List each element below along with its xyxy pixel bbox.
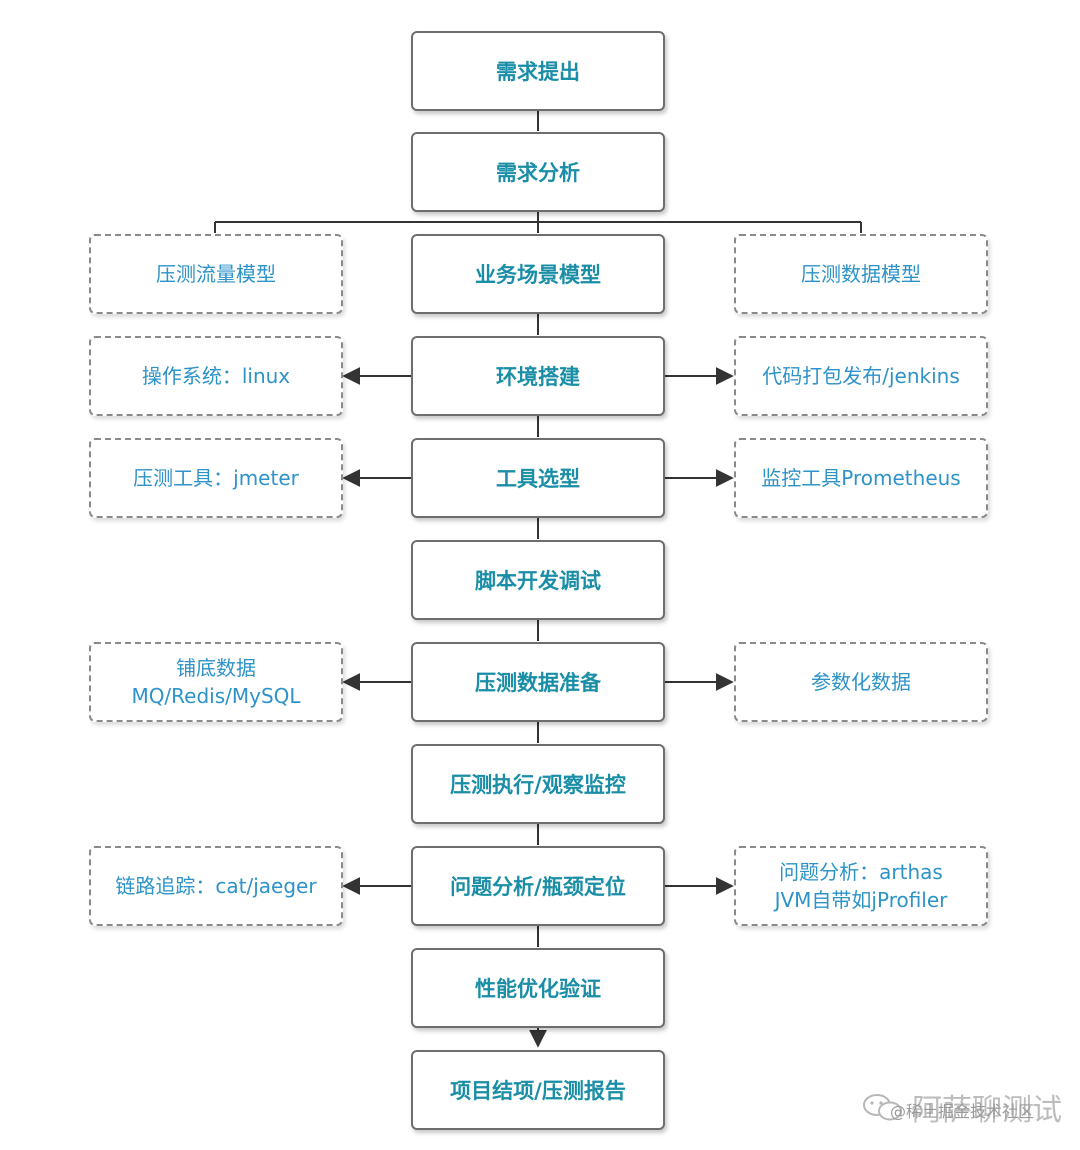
note-os: 操作系统：linux [89, 336, 343, 416]
step-project-report: 项目结项/压测报告 [411, 1050, 665, 1130]
step-optimization-verification: 性能优化验证 [411, 948, 665, 1028]
note-ci: 代码打包发布/jenkins [734, 336, 988, 416]
watermark-subtitle: @稀土掘金技术社区 [890, 1102, 1035, 1121]
note-analysis-tools: 问题分析：arthas JVM自带如jProfiler [734, 846, 988, 926]
watermark: 阿萨聊测试 [862, 1085, 1062, 1129]
watermark-title: 阿萨聊测试 [912, 1093, 1062, 1128]
note-jmeter: 压测工具：jmeter [89, 438, 343, 518]
step-environment-setup: 环境搭建 [411, 336, 665, 416]
step-test-data-preparation: 压测数据准备 [411, 642, 665, 722]
note-base-data: 铺底数据 MQ/Redis/MySQL [89, 642, 343, 722]
note-trace: 链路追踪：cat/jaeger [89, 846, 343, 926]
step-tool-selection: 工具选型 [411, 438, 665, 518]
step-business-scenario-model: 业务场景模型 [411, 234, 665, 314]
note-traffic-model: 压测流量模型 [89, 234, 343, 314]
note-data-model: 压测数据模型 [734, 234, 988, 314]
note-monitor: 监控工具Prometheus [734, 438, 988, 518]
step-script-development: 脚本开发调试 [411, 540, 665, 620]
step-requirement-raised: 需求提出 [411, 31, 665, 111]
step-problem-analysis: 问题分析/瓶颈定位 [411, 846, 665, 926]
wechat-icon [863, 1094, 902, 1121]
step-test-execution: 压测执行/观察监控 [411, 744, 665, 824]
step-requirement-analysis: 需求分析 [411, 132, 665, 212]
note-param-data: 参数化数据 [734, 642, 988, 722]
